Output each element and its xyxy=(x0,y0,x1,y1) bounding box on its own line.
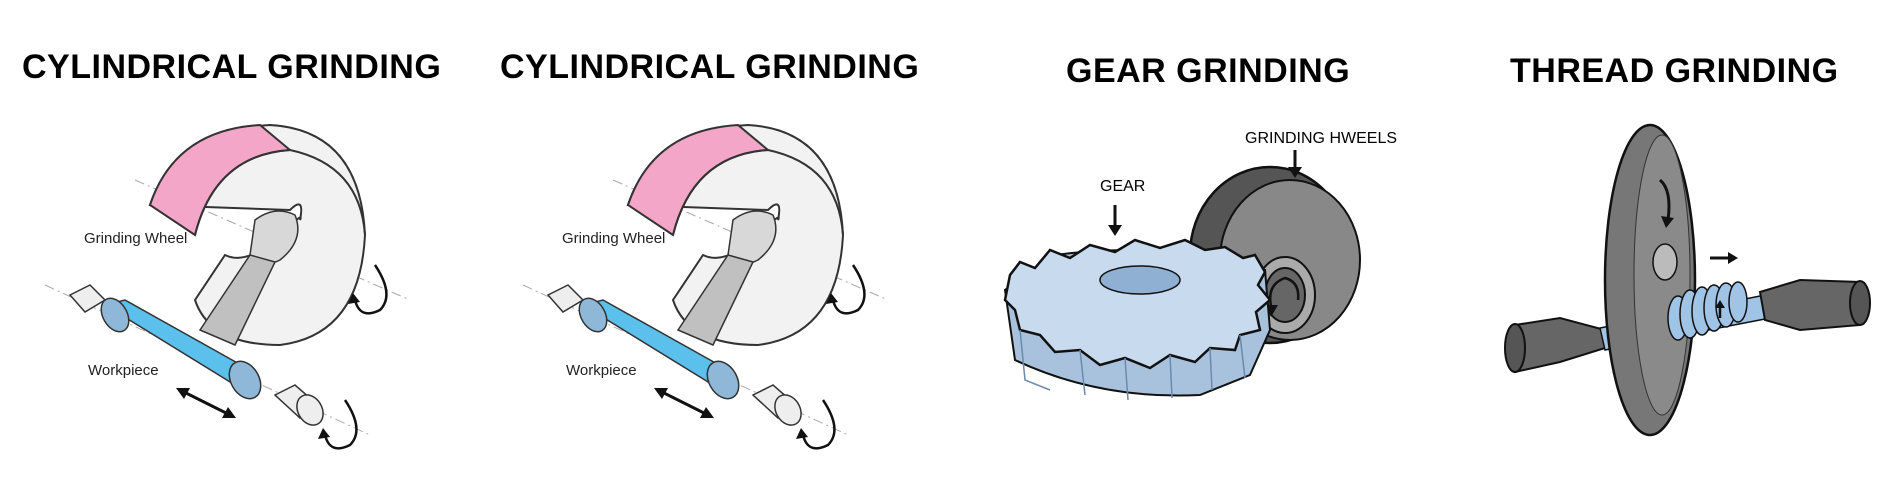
gear-grinding-illustration xyxy=(1003,150,1361,401)
panel-gear-grinding: GEAR GRINDING GEAR GRINDING HWEELS xyxy=(960,0,1430,482)
workpiece-label: Workpiece xyxy=(88,362,159,379)
grinding-wheel xyxy=(626,123,845,347)
rotation-arrow-icon xyxy=(318,399,358,450)
grinding-wheel xyxy=(148,123,367,347)
workpiece-label: Workpiece xyxy=(566,362,637,379)
rotation-arrow-icon xyxy=(348,264,388,315)
rotation-arrow-icon xyxy=(796,399,836,450)
panel-title: CYLINDRICAL GRINDING xyxy=(500,48,920,86)
thread-grinding-illustration xyxy=(1504,123,1871,437)
grinding-wheels-label: GRINDING HWEELS xyxy=(1245,130,1398,147)
double-arrow-icon xyxy=(654,388,714,418)
grinding-wheel-label: Grinding Wheel xyxy=(84,230,188,247)
panel-title: GEAR GRINDING xyxy=(1066,52,1351,90)
panel-thread-grinding: THREAD GRINDING xyxy=(1440,0,1898,482)
threaded-workpiece xyxy=(1667,281,1748,341)
panel-title: THREAD GRINDING xyxy=(1510,52,1839,90)
workpiece-cylinder xyxy=(68,284,324,426)
panel-title: CYLINDRICAL GRINDING xyxy=(22,48,442,86)
panel-cylindrical-grinding-2: CYLINDRICAL GRINDING xyxy=(478,0,953,482)
right-arrow-icon xyxy=(1710,252,1738,264)
down-arrow-icon xyxy=(1108,205,1122,236)
rotation-arrow-icon xyxy=(826,264,866,315)
gear-label: GEAR xyxy=(1100,178,1146,195)
thread-grinding-disc xyxy=(1603,123,1697,437)
cylindrical-grinding-illustration xyxy=(44,123,411,450)
grinding-wheel-label: Grinding Wheel xyxy=(562,230,666,247)
down-arrow-icon xyxy=(1288,150,1302,178)
gear-body xyxy=(1003,238,1272,401)
cylindrical-grinding-illustration xyxy=(522,123,889,450)
panel-cylindrical-grinding-1: CYLINDRICAL GRINDING xyxy=(0,0,475,482)
double-arrow-icon xyxy=(176,388,236,418)
workpiece-cylinder xyxy=(546,284,802,426)
